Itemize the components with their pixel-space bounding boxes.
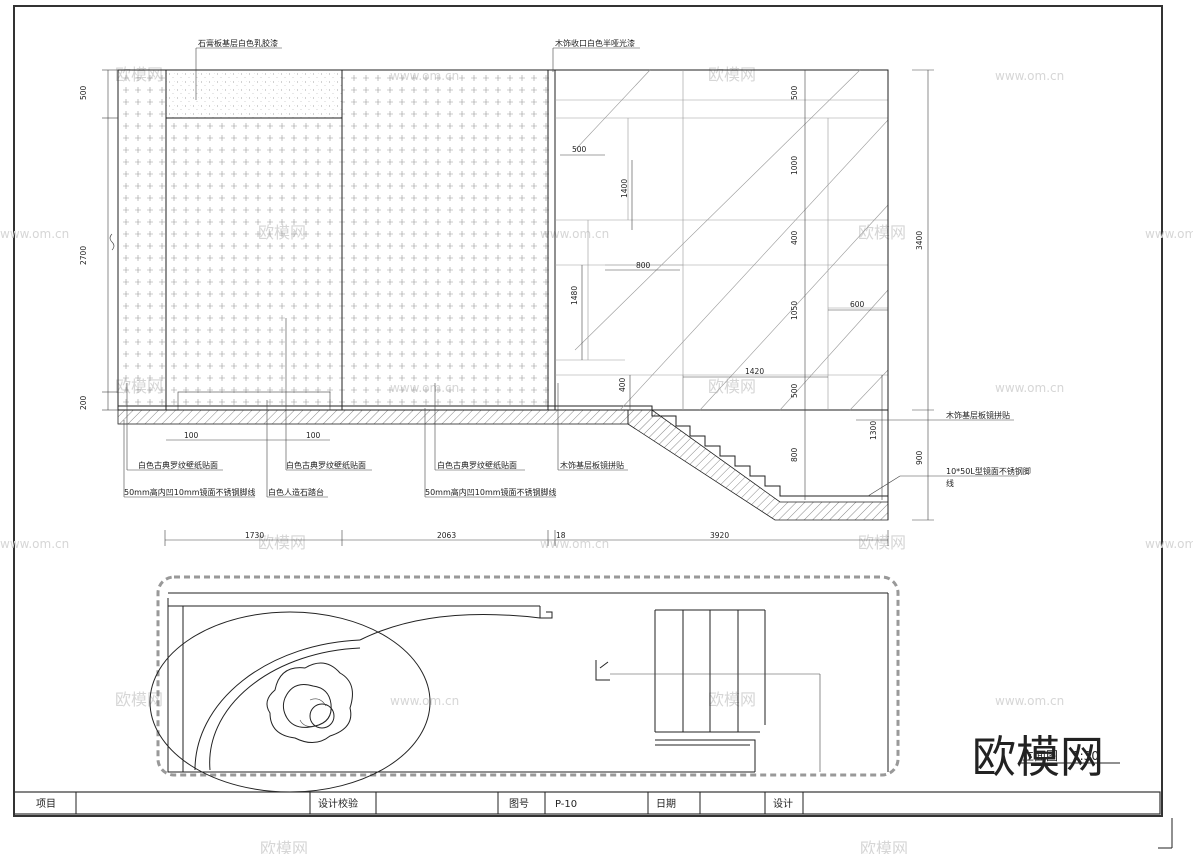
- dim-total-1730: 1730: [245, 531, 264, 540]
- plan-boundary: [156, 575, 900, 777]
- bottom-dimension-chain: 1730 2063 18 3920 100 100: [164, 431, 889, 546]
- dim-mid-800: 800: [790, 447, 799, 462]
- tb-design-label: 设计: [773, 797, 793, 810]
- note-baseboard-left: 50mm高内凹10mm镜面不锈钢脚线: [124, 487, 256, 497]
- note-mirror-panel-bottom: 木饰基层板镜拼贴: [560, 460, 624, 470]
- plan-scale: 1:30: [1072, 749, 1099, 763]
- watermark-url: www.om.cn: [995, 69, 1064, 83]
- note-steel-baseboard-cont: 线: [946, 478, 954, 488]
- tb-project-label: 项目: [36, 798, 56, 810]
- brand-logo-watermark: 欧模网: [972, 732, 1104, 783]
- dim-right-3400: 3400: [915, 231, 924, 250]
- gypsum-soffit: [165, 69, 343, 119]
- dim-left-200: 200: [79, 395, 88, 410]
- dim-mid-1050: 1050: [790, 301, 799, 320]
- watermark-brand: 欧模网: [858, 223, 906, 242]
- stair-slab: [627, 409, 889, 521]
- dim-r-1420: 1420: [745, 367, 764, 376]
- dim-total-2063: 2063: [437, 531, 456, 540]
- watermark-brand: 欧模网: [260, 839, 308, 854]
- dim-left-2700: 2700: [79, 246, 88, 265]
- dim-stair-400: 400: [618, 377, 627, 392]
- note-wallpaper-1: 白色古典罗纹壁纸贴面: [138, 460, 218, 470]
- watermark-url: www.om.cn: [0, 227, 69, 241]
- dim-mid-500b: 500: [790, 383, 799, 398]
- watermark-url: www.om.cn: [540, 537, 609, 551]
- sheet-border: [13, 5, 1173, 849]
- mid-dimension-chain: 500 1000 400 1050 500 800: [790, 70, 806, 500]
- dim-stair-1400: 1400: [620, 179, 629, 198]
- dim-r-1300: 1300: [869, 421, 878, 440]
- rock-sculpture: [266, 662, 353, 743]
- bottom-watermark: 欧模网 欧模网: [260, 839, 908, 854]
- plan-stairs: [654, 609, 766, 772]
- dim-bottom-100b: 100: [306, 431, 321, 440]
- watermark-url: www.om.cn: [540, 227, 609, 241]
- wallpaper-panel-left: [118, 70, 166, 410]
- title-block: 项目 设计校验 图号 P-10 日期 设计: [13, 791, 1161, 815]
- watermark-brand: 欧模网: [708, 690, 756, 709]
- mirror-panel-grid: [555, 70, 888, 410]
- note-mirror-panel-right: 木饰基层板镜拼贴: [946, 410, 1010, 420]
- wallpaper-panel-center: [166, 118, 342, 408]
- watermark-brand: 欧模网: [858, 533, 906, 552]
- left-dimension-chain: 500 2700 200: [79, 69, 118, 411]
- dim-stair-500: 500: [572, 145, 587, 154]
- note-gypsum-paint: 石膏板基层白色乳胶漆: [198, 38, 278, 48]
- dim-r-600: 600: [850, 300, 865, 309]
- watermark-url: www.om.cn: [390, 694, 459, 708]
- tb-drawing-no-label: 图号: [509, 798, 529, 810]
- dim-left-500: 500: [79, 85, 88, 100]
- watermark-brand: 欧模网: [708, 65, 756, 84]
- dim-total-3920: 3920: [710, 531, 729, 540]
- plan-label: 立面图: [1022, 748, 1058, 763]
- section-marker: [595, 660, 821, 772]
- tb-date-label: 日期: [656, 798, 676, 810]
- leader-lines: [123, 47, 1018, 498]
- mirror-diagonal-lines: [574, 69, 889, 411]
- right-dimension-chain: 3400 900: [912, 69, 934, 521]
- note-wallpaper-2: 白色古典罗纹壁纸贴面: [286, 460, 366, 470]
- dim-stair-800: 800: [636, 261, 651, 270]
- watermark-url: www.om.cn: [1145, 227, 1193, 241]
- dim-mid-1000: 1000: [790, 156, 799, 175]
- watermark-url: www.om.cn: [0, 537, 69, 551]
- dim-stair-1480: 1480: [570, 286, 579, 305]
- dim-bottom-100a: 100: [184, 431, 199, 440]
- elevation-view: 500 2700 200 3400 900 500 1000 400 1050 …: [79, 38, 1031, 546]
- plan-view: 立面图 1:30 欧模网: [149, 575, 1120, 793]
- note-baseboard-right: 50mm高内凹10mm镜面不锈钢脚线: [425, 487, 557, 497]
- stair-steps: [628, 405, 888, 497]
- watermark-brand: 欧模网: [860, 839, 908, 854]
- dim-mid-500: 500: [790, 85, 799, 100]
- wallpaper-panel-right: [342, 70, 552, 410]
- note-steel-baseboard: 10*50L型镜面不锈钢脚: [946, 466, 1031, 476]
- note-wood-trim-paint: 木饰收口白色半哑光漆: [555, 38, 635, 48]
- tb-drawing-no-value: P-10: [555, 799, 577, 810]
- dim-mid-400: 400: [790, 230, 799, 245]
- watermark-url: www.om.cn: [1145, 537, 1193, 551]
- dim-right-900: 900: [915, 450, 924, 465]
- dim-total-18: 18: [556, 531, 566, 540]
- stair-dimension-labels: 500 1400 800 1480 400 600 1420 1300: [560, 145, 888, 500]
- watermark-url: www.om.cn: [995, 381, 1064, 395]
- note-stone-step: 白色人造石踏台: [268, 487, 324, 497]
- watermark-url: www.om.cn: [995, 694, 1064, 708]
- floor-slab: [117, 409, 629, 425]
- tb-design-check-label: 设计校验: [318, 797, 358, 810]
- note-wallpaper-3: 白色古典罗纹壁纸贴面: [437, 460, 517, 470]
- watermark-brand: 欧模网: [115, 690, 163, 709]
- watermark-brand: 欧模网: [258, 533, 306, 552]
- watermark-brand: 欧模网: [708, 377, 756, 396]
